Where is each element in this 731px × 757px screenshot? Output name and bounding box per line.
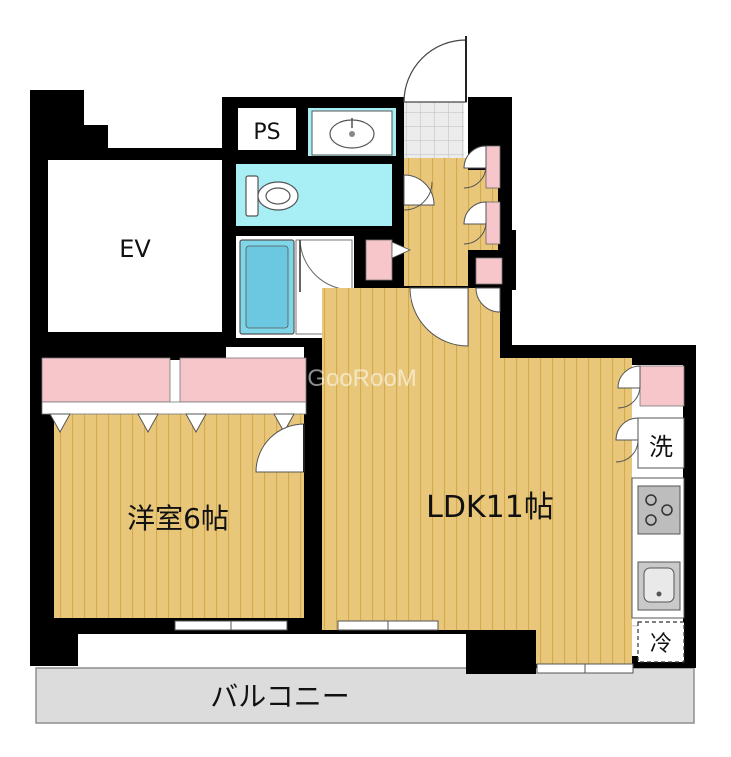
entry-door-swing [403,39,467,103]
ps-shaft [238,108,296,150]
balcony-area [35,667,695,724]
stove-icon [637,485,681,535]
toilet-door-swing [403,174,435,206]
western-door-swing [255,423,305,473]
ldk-closet-door [617,365,641,389]
fridge-space [637,621,685,663]
ldk-closet [639,365,685,407]
hall-closet-left [365,239,393,281]
ev-shaft [48,160,222,332]
shoe-closet [463,145,501,245]
laundry-label: 洗 [649,433,673,461]
ps-label: PS [253,120,280,145]
western-room-label: 洋室6帖 [127,502,229,535]
entrance-tile [404,102,464,158]
bathtub-inner [245,245,289,329]
ev-label: EV [119,235,151,263]
washbasin-drain-icon [349,131,355,137]
sink-icon [637,561,681,611]
laundry-space [637,417,685,469]
western-room-floor [54,404,304,618]
western-closet [41,357,307,434]
fridge-label: 冷 [650,632,672,657]
ldk-floor [322,288,632,664]
toilet-icon [245,175,299,217]
wash-door-swing [403,181,433,211]
laundry-door-swing [615,417,639,441]
hall-closet-left-door [391,241,411,259]
hall-closet-right [475,257,503,285]
watermark-logo: GooRooM [307,365,416,392]
ldk-label: LDK11帖 [426,490,554,525]
ldk-closet-door-2 [617,385,641,409]
ldk-door-small-swing [475,287,501,313]
windows [174,620,634,674]
ldk-door-swing [409,287,469,347]
balcony-label: バルコニー [210,680,349,713]
laundry-door-swing-2 [615,439,639,463]
